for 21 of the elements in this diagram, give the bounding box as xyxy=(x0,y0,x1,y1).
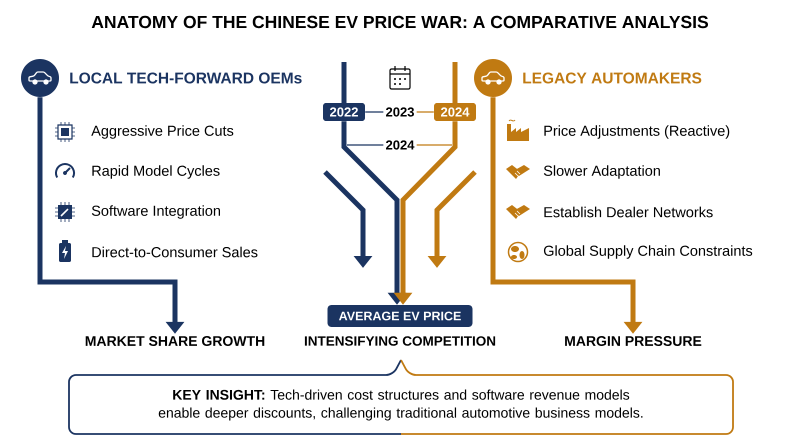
list-item: Slower Adaptation xyxy=(544,165,660,179)
list-item: Software Integration xyxy=(92,205,220,219)
year-label: 2023 xyxy=(386,107,414,117)
group-heading: LEGACY AUTOMAKERS xyxy=(523,72,702,84)
list-item: Direct-to-Consumer Sales xyxy=(92,246,258,258)
list-item: Aggressive Price Cuts xyxy=(91,125,234,139)
year-tag: 2022 xyxy=(323,103,365,121)
year-tag: 2024 xyxy=(434,103,476,121)
list-item: Price Adjustments (Reactive) xyxy=(544,125,730,139)
list-item: Establish Dealer Networks xyxy=(544,206,713,218)
group-heading: LOCAL TECH-FORWARD OEMs xyxy=(70,72,302,84)
outcome-label: MARKET SHARE GROWTH xyxy=(86,336,264,346)
list-item: Global Supply Chain Constraints xyxy=(544,245,752,259)
circle-badge xyxy=(474,59,512,97)
year-label: 2024 xyxy=(386,140,414,150)
subtitle: INTENSIFYING COMPETITION xyxy=(304,336,496,346)
title: ANATOMY OF THE CHINESE EV PRICE WAR: A COMPARATIVE ANALYSIS xyxy=(92,16,708,28)
outcome-label: MARGIN PRESSURE xyxy=(565,336,702,346)
circle-badge xyxy=(21,59,59,97)
callout-box: KEY INSIGHT: Tech-driven cost structures and software revenue models enable deeper discounts, challenging traditional automotive business models. xyxy=(68,360,734,435)
list-item: Rapid Model Cycles xyxy=(92,165,220,179)
